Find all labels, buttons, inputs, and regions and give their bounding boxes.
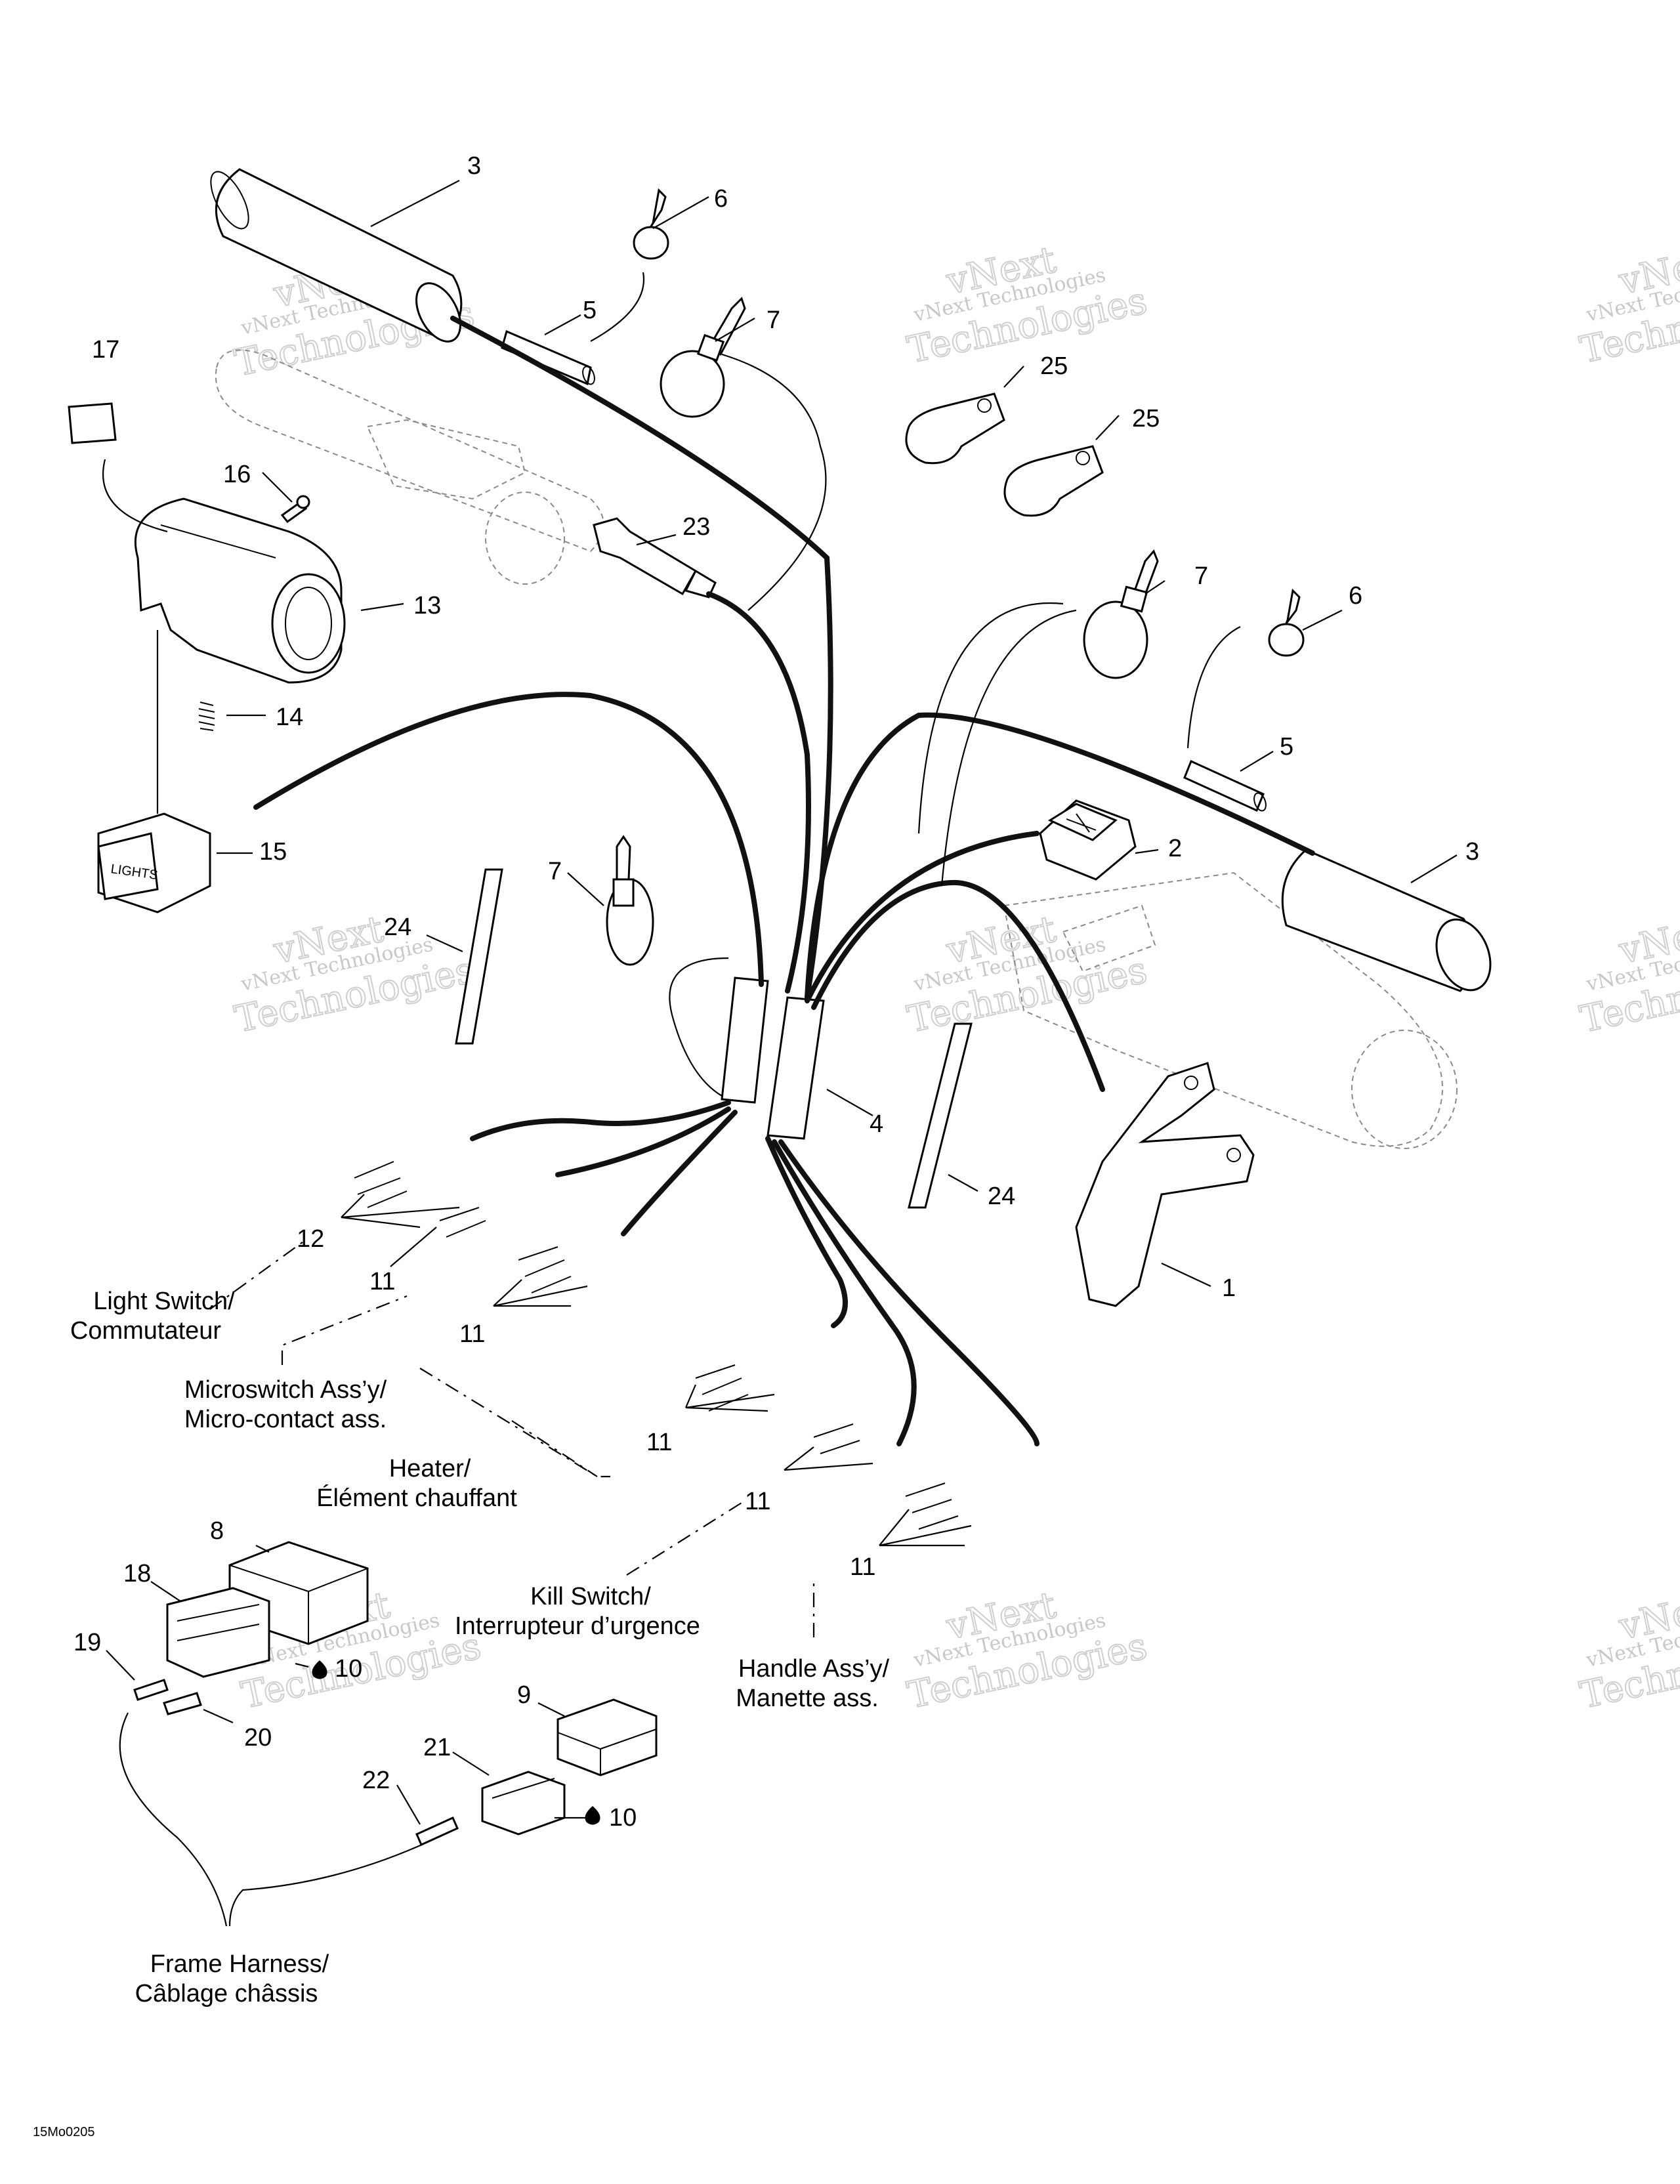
callout-24: 24 bbox=[988, 1183, 1015, 1210]
switch-housing-13 bbox=[134, 497, 346, 684]
callout-23: 23 bbox=[682, 513, 710, 541]
callout-11: 11 bbox=[850, 1553, 875, 1581]
callout-10: 10 bbox=[335, 1655, 362, 1683]
callout-17: 17 bbox=[92, 336, 119, 364]
handle-1 bbox=[1075, 1062, 1255, 1307]
callout-14: 14 bbox=[276, 704, 303, 731]
dash-dot-leaders bbox=[209, 1240, 815, 1637]
frame-harness-label: Frame Harness/ bbox=[150, 1950, 329, 1978]
terminal-22 bbox=[415, 1816, 459, 1846]
harness-sleeves-4 bbox=[721, 976, 825, 1140]
clamp-6-left bbox=[633, 188, 669, 260]
callout-4: 4 bbox=[870, 1110, 883, 1138]
light-switch-15: LIGHTS bbox=[97, 812, 211, 914]
tube-24a bbox=[455, 868, 503, 1045]
callout-12: 12 bbox=[297, 1225, 324, 1253]
microswitch-label: Micro-contact ass. bbox=[184, 1406, 387, 1433]
callout-11: 11 bbox=[459, 1320, 485, 1348]
handle-label: Handle Ass’y/ bbox=[738, 1655, 890, 1683]
p-clamp-25b bbox=[1003, 445, 1104, 517]
callout-18: 18 bbox=[123, 1560, 151, 1587]
callout-24: 24 bbox=[384, 914, 411, 941]
kill-switch-label: Kill Switch/ bbox=[530, 1583, 651, 1610]
heater-label: Heater/ bbox=[389, 1455, 471, 1482]
right-grip bbox=[1281, 849, 1492, 992]
callout-5: 5 bbox=[1280, 733, 1293, 761]
callout-25: 25 bbox=[1132, 405, 1160, 432]
cable-tie-7c bbox=[606, 835, 654, 966]
callout-11: 11 bbox=[369, 1268, 395, 1295]
callout-25: 25 bbox=[1040, 352, 1068, 380]
callout-8: 8 bbox=[210, 1517, 224, 1545]
sleeve-right bbox=[1183, 759, 1267, 812]
callout-21: 21 bbox=[423, 1734, 451, 1761]
handle-label: Manette ass. bbox=[736, 1685, 879, 1712]
connector-9 bbox=[556, 1698, 658, 1776]
wiring-harness bbox=[253, 316, 1315, 1446]
callout-20: 20 bbox=[244, 1724, 272, 1752]
spring-14 bbox=[198, 702, 215, 731]
clamp-6-right bbox=[1268, 588, 1305, 657]
p-clamp-25a bbox=[905, 392, 1005, 465]
frame-harness-label: Câblage châssis bbox=[135, 1980, 318, 2007]
callout-11: 11 bbox=[745, 1488, 770, 1515]
callout-22: 22 bbox=[362, 1767, 390, 1794]
labels: Light Switch/ Commutateur Microswitch As… bbox=[33, 1288, 890, 2139]
callout-10: 10 bbox=[609, 1804, 637, 1832]
sleeve-left bbox=[501, 329, 595, 386]
callout-19: 19 bbox=[74, 1629, 101, 1656]
callout-9: 9 bbox=[517, 1681, 531, 1709]
callout-13: 13 bbox=[413, 592, 441, 620]
decal-17 bbox=[68, 402, 117, 444]
callout-2: 2 bbox=[1168, 835, 1182, 862]
connector-21 bbox=[481, 1771, 566, 1836]
kill-switch-2 bbox=[1039, 799, 1137, 881]
diagram-code: 15Mo0205 bbox=[33, 2125, 95, 2139]
microswitch-label: Microswitch Ass’y/ bbox=[184, 1376, 387, 1404]
leader-lines bbox=[102, 180, 1458, 1927]
callout-15: 15 bbox=[259, 838, 287, 866]
callout-6: 6 bbox=[1349, 582, 1362, 610]
screw-16 bbox=[280, 495, 310, 524]
right-handlebar-ghost bbox=[1003, 872, 1458, 1149]
callout-11: 11 bbox=[646, 1429, 672, 1456]
tube-24b bbox=[908, 1022, 973, 1209]
left-handlebar-ghost bbox=[215, 349, 604, 585]
callout-3: 3 bbox=[467, 152, 481, 180]
microswitch-23 bbox=[593, 517, 717, 598]
callout-3: 3 bbox=[1465, 838, 1479, 866]
callout-6: 6 bbox=[714, 185, 728, 213]
light-switch-label: Commutateur bbox=[70, 1317, 222, 1345]
callout-7: 7 bbox=[1194, 562, 1208, 590]
terminal-20 bbox=[163, 1692, 202, 1715]
left-grip bbox=[210, 168, 463, 343]
callouts: 3 6 7 5 17 25 25 16 23 7 6 13 14 5 3 2 1… bbox=[74, 152, 1479, 1832]
drops bbox=[312, 1660, 600, 1825]
heater-label: Élément chauffant bbox=[316, 1484, 517, 1512]
terminal-19 bbox=[133, 1679, 169, 1701]
connector-18 bbox=[166, 1587, 270, 1678]
kill-switch-label: Interrupteur d’urgence bbox=[455, 1612, 700, 1640]
cable-tie-7b bbox=[1083, 549, 1159, 679]
callout-7: 7 bbox=[548, 858, 562, 885]
callout-7: 7 bbox=[766, 306, 780, 334]
light-switch-label: Light Switch/ bbox=[93, 1288, 235, 1315]
callout-5: 5 bbox=[583, 297, 597, 324]
callout-1: 1 bbox=[1222, 1274, 1236, 1302]
callout-16: 16 bbox=[223, 461, 251, 488]
